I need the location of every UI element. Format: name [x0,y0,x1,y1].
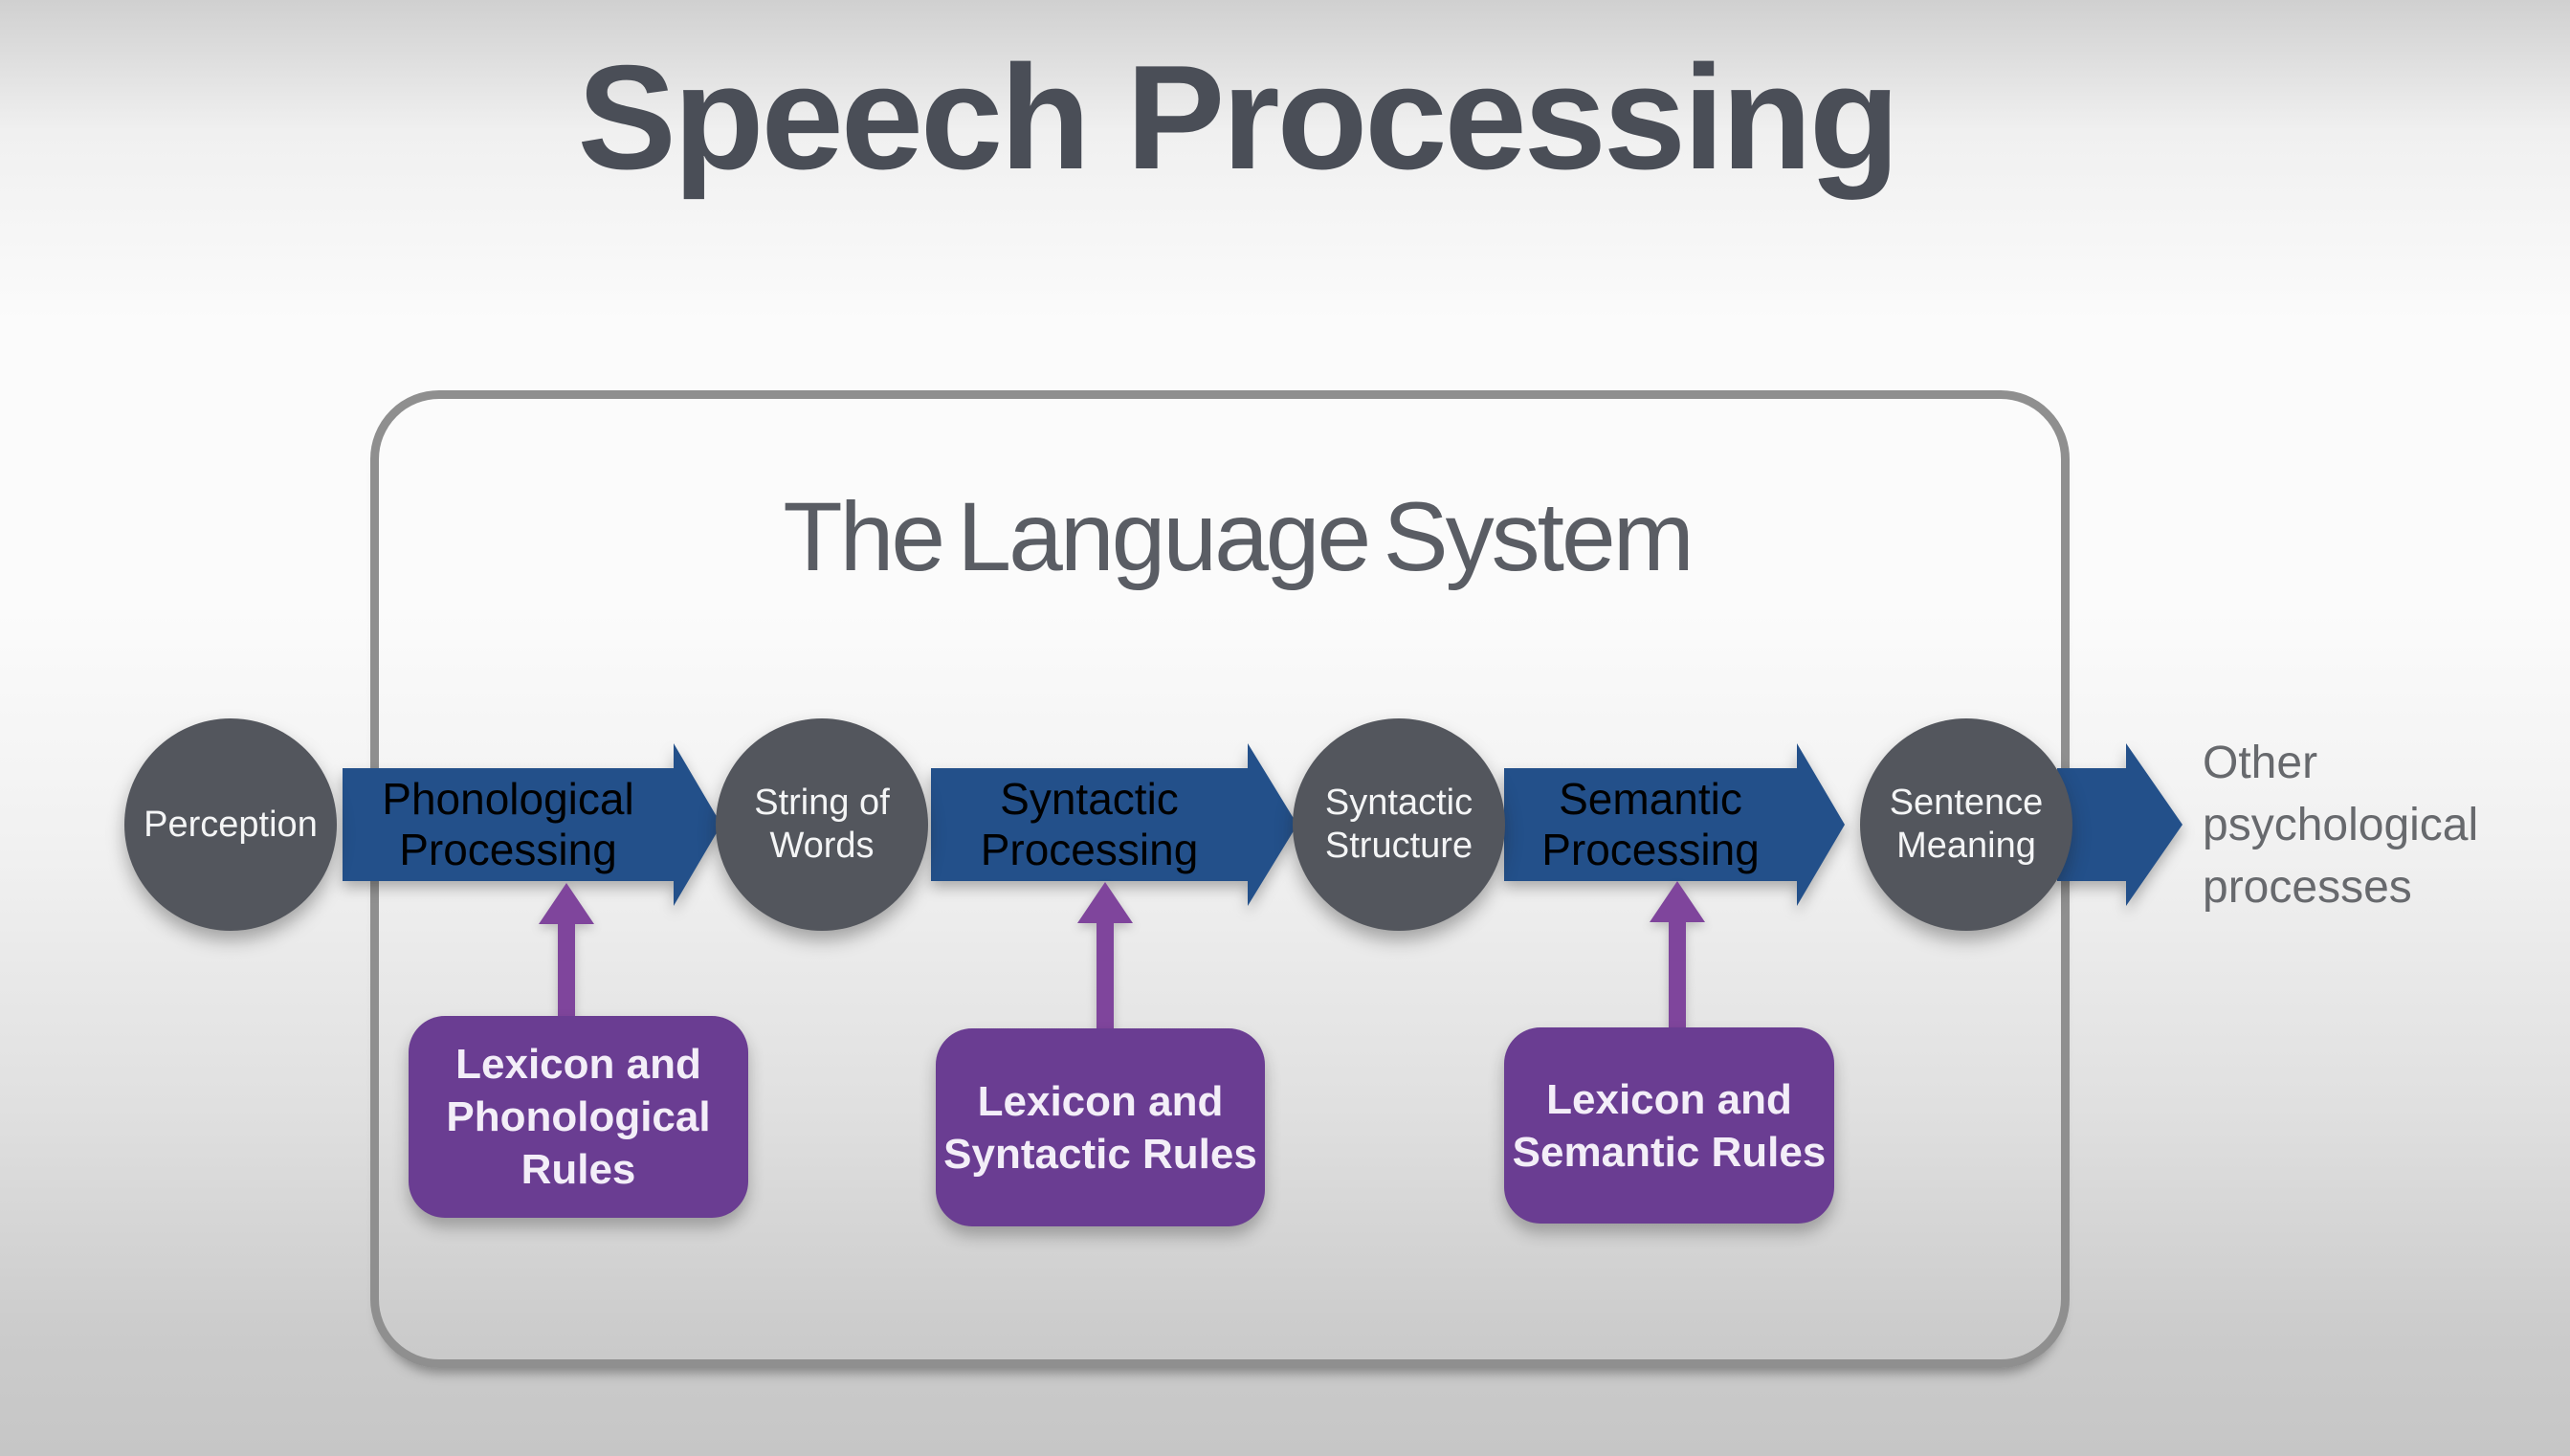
circle-perception: Perception [124,718,337,931]
arrow-label-line: Processing [1541,824,1760,874]
rule-box-line: Lexicon and [455,1041,701,1088]
rule-box-syntactic: Lexicon and Syntactic Rules [936,1028,1265,1226]
circle-label-line: String of [754,783,890,823]
up-arrow-phonological-rules [539,883,594,1017]
rule-box-semantic: Lexicon and Semantic Rules [1504,1027,1834,1224]
circle-string-of-words: String of Words [716,718,928,931]
output-label-line: Other [2203,738,2318,788]
arrow-semantic-processing: Semantic Processing [1504,743,1845,906]
arrow-label-line: Phonological [382,773,634,824]
arrow-shape [343,743,721,906]
up-arrow-shape [539,883,594,1017]
up-arrow-semantic-rules [1650,881,1705,1028]
up-arrow-shape [1650,881,1705,1028]
up-arrow-syntactic-rules [1077,882,1133,1029]
rule-box-line: Semantic Rules [1512,1128,1827,1176]
circle-label-line: Words [769,826,875,866]
arrow-syntactic-processing: Syntactic Processing [931,743,1297,906]
arrow-output [2057,743,2182,906]
output-label: Other psychological processes [2203,732,2478,918]
up-arrow-shape [1077,882,1133,1029]
arrow-label-line: Processing [980,824,1199,874]
rule-box-phonological: Lexicon and Phonological Rules [409,1016,748,1218]
arrow-shape [2057,743,2182,906]
arrow-label: Phonological Processing [343,768,674,880]
circle-sentence-meaning: Sentence Meaning [1860,718,2072,931]
rule-box-line: Phonological [446,1093,711,1140]
rule-box-line: Syntactic Rules [943,1130,1257,1178]
arrow-label-line: Semantic [1559,773,1742,824]
arrow-phonological-processing: Phonological Processing [343,743,721,906]
language-system-title: The Language System [783,482,1694,591]
arrow-label: Semantic Processing [1504,768,1797,880]
rule-box-line: Rules [521,1146,636,1193]
circle-label-line: Syntactic [1324,783,1473,823]
rule-box-line: Lexicon and [1546,1075,1792,1123]
arrow-shape [931,743,1297,906]
arrow-shape [1504,743,1845,906]
circle-label-line: Meaning [1896,826,2036,866]
arrow-label-line: Processing [399,824,617,874]
rule-box-line: Lexicon and [977,1077,1224,1125]
arrow-label: Syntactic Processing [931,768,1248,880]
circle-syntactic-structure: Syntactic Structure [1293,718,1505,931]
circle-label-line: Perception [144,804,318,845]
circle-label-line: Sentence [1889,783,2044,823]
arrow-label-line: Syntactic [1000,773,1179,824]
output-label-line: psychological [2203,800,2479,850]
circle-label-line: Structure [1324,826,1473,866]
page-title: Speech Processing [577,34,1899,200]
output-label-line: processes [2203,862,2412,913]
